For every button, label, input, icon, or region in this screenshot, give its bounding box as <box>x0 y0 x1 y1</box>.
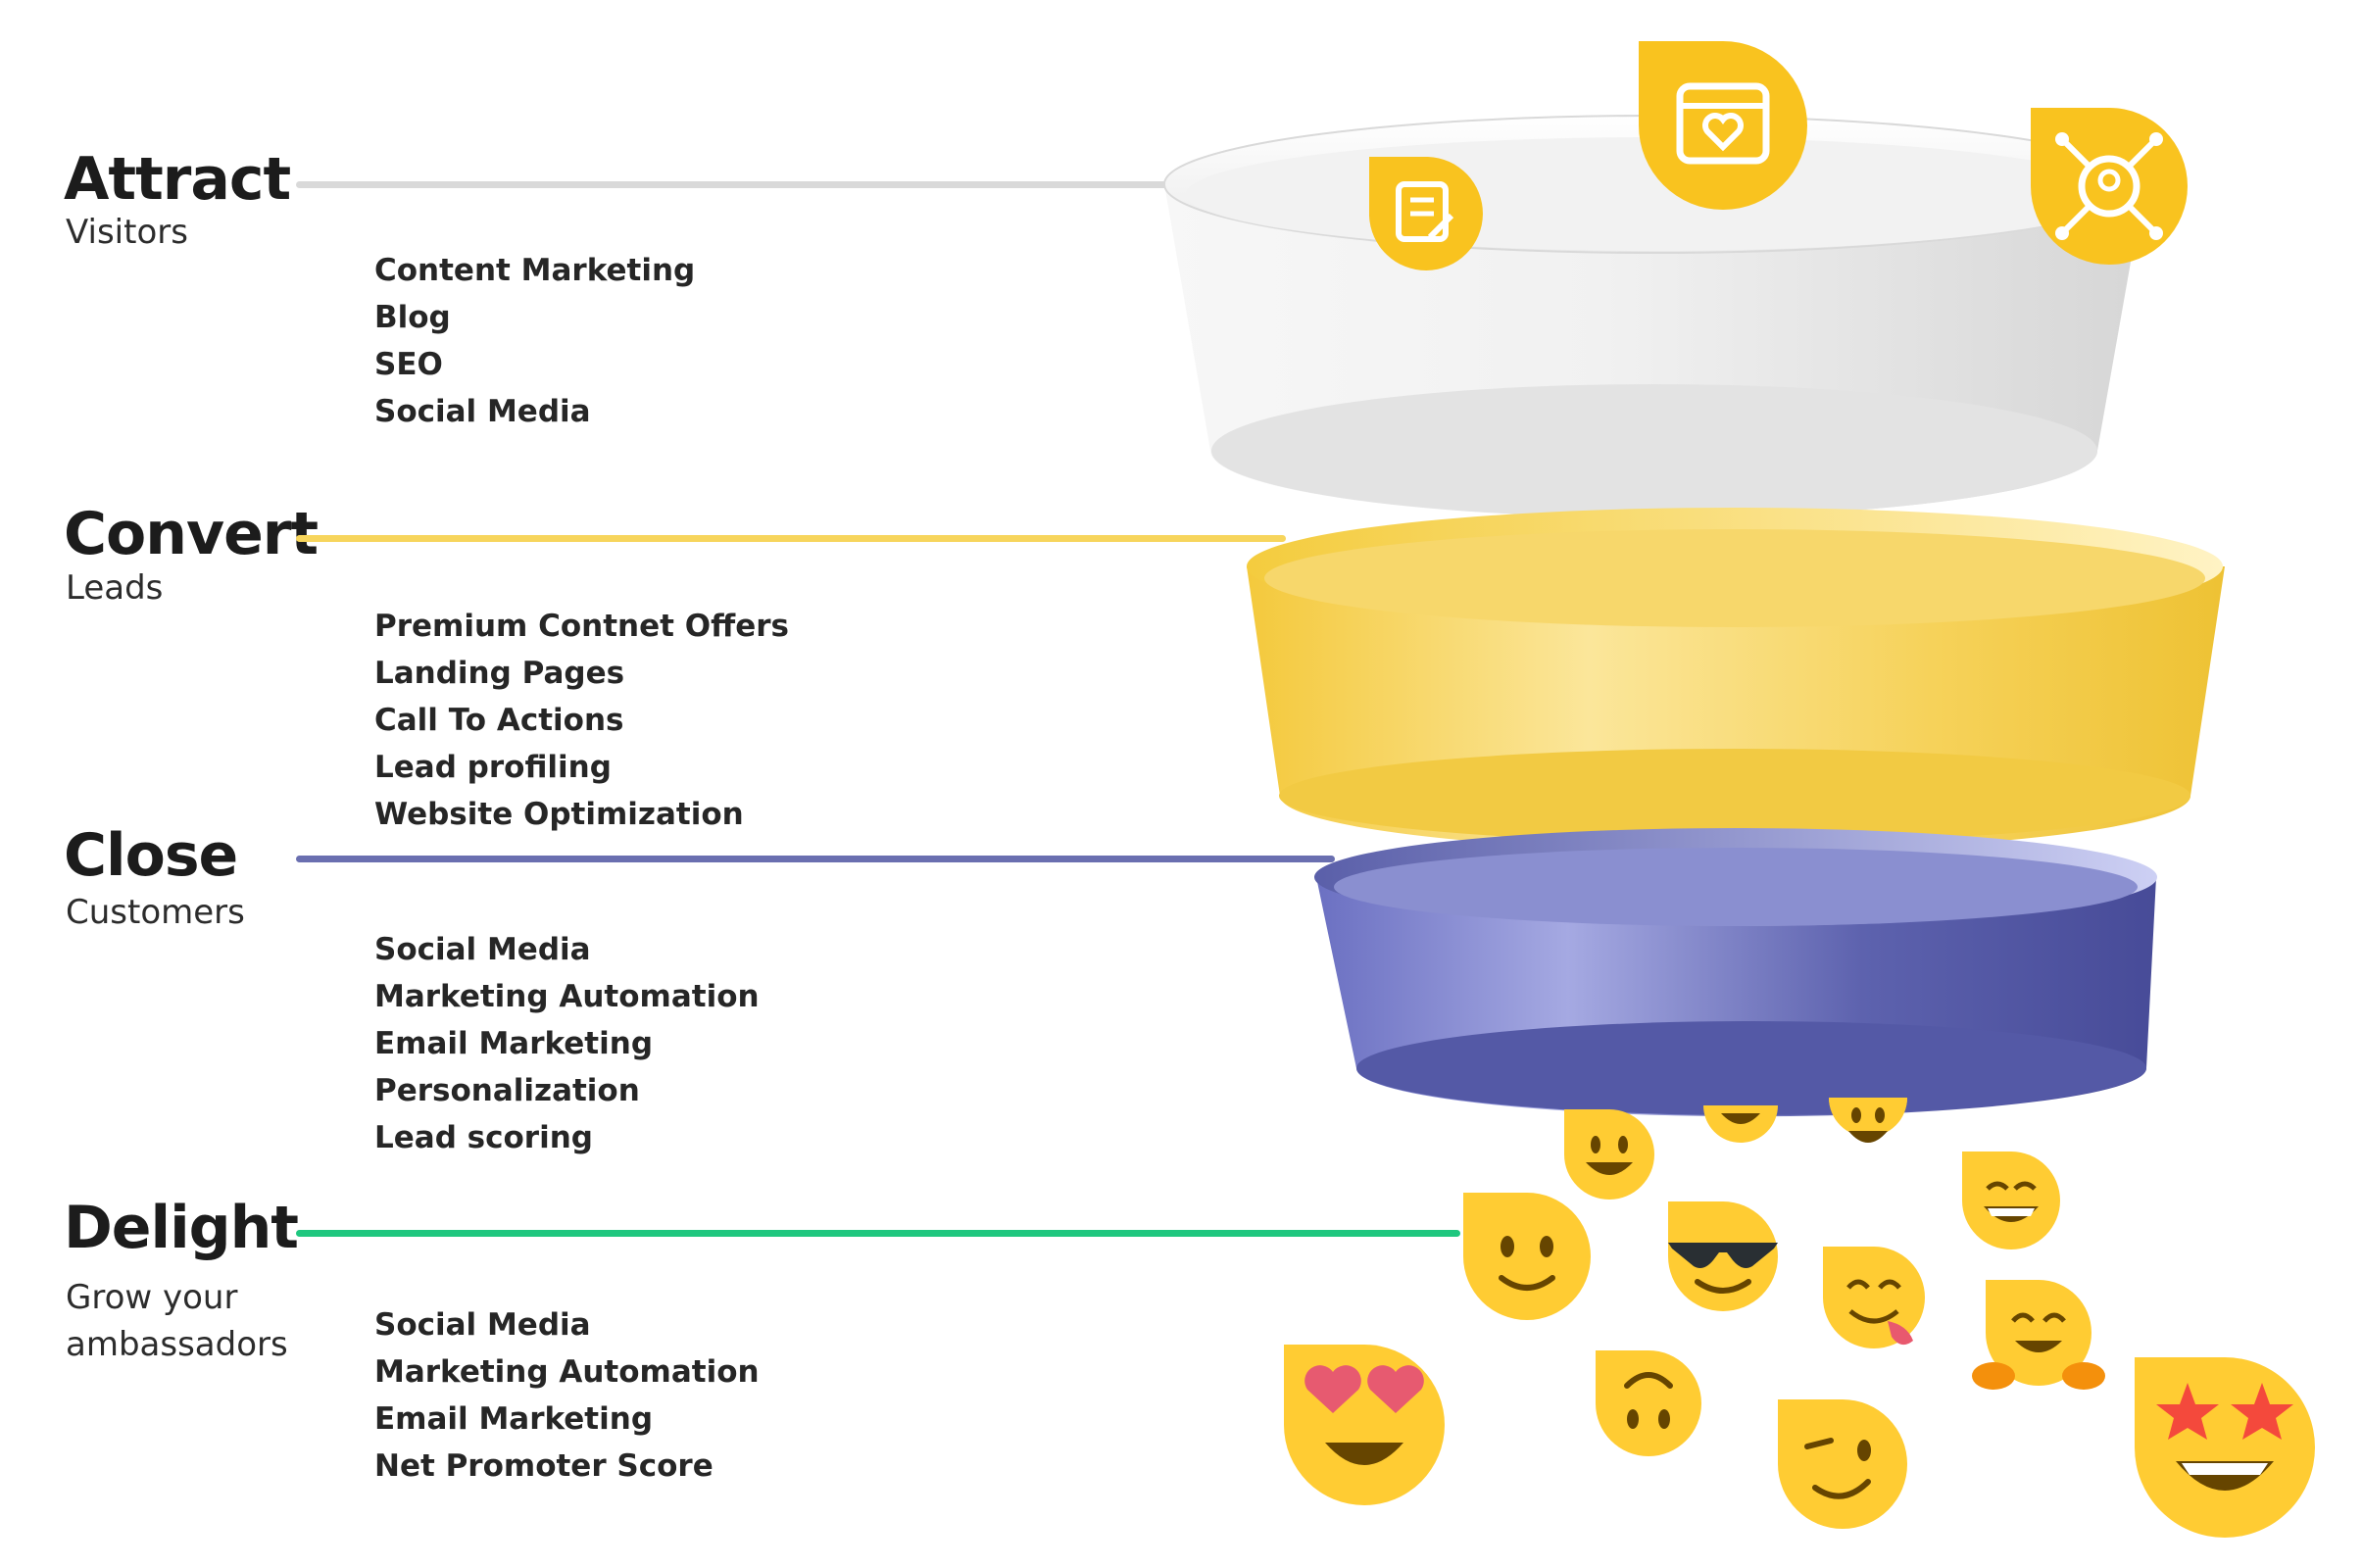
browser-heart-icon <box>1639 41 1807 210</box>
tactic-item: Blog <box>374 300 451 335</box>
tactic-list-attract: Content Marketing Blog SEO Social Media <box>374 247 695 435</box>
tactic-item: Email Marketing <box>374 1401 654 1437</box>
tactic-item: Net Promoter Score <box>374 1448 714 1484</box>
tactic-item: Marketing Automation <box>374 979 760 1014</box>
stage-connector-delight <box>296 1230 1460 1237</box>
funnel-ring-convert <box>1247 508 2225 852</box>
tactic-list-delight: Social Media Marketing Automation Email … <box>374 1301 760 1490</box>
stage-title-convert: Convert <box>64 500 319 568</box>
funnel-ring-attract <box>1163 115 2145 518</box>
tactic-item: Personalization <box>374 1073 640 1108</box>
tactic-item: Content Marketing <box>374 253 696 288</box>
stage-connector-close <box>296 856 1335 862</box>
grinning-face-icon <box>1829 1098 1907 1143</box>
yum-face-icon <box>1823 1247 1925 1348</box>
stage-title-close: Close <box>64 821 238 890</box>
stage-title-delight: Delight <box>64 1194 299 1262</box>
tactic-item: Website Optimization <box>374 797 744 832</box>
network-user-icon <box>2031 108 2188 265</box>
winking-face-icon <box>1778 1399 1907 1529</box>
tactic-item: Social Media <box>374 932 591 967</box>
slightly-smiling-face-icon <box>1463 1193 1591 1320</box>
beaming-face-icon <box>1962 1152 2060 1250</box>
stage-subtitle-delight: Grow your ambassadors <box>66 1278 288 1364</box>
stage-subtitle-convert: Leads <box>66 568 164 608</box>
stage-connector-convert <box>296 535 1286 542</box>
stage-title-attract: Attract <box>64 145 291 214</box>
tactic-item: Social Media <box>374 394 591 429</box>
stage-subtitle-close: Customers <box>66 893 245 932</box>
content-edit-icon <box>1369 157 1483 270</box>
star-struck-face-icon <box>2135 1357 2315 1538</box>
tactic-list-convert: Premium Contnet Offers Landing Pages Cal… <box>374 603 789 838</box>
tactic-item: Email Marketing <box>374 1026 654 1061</box>
funnel-ring-close <box>1314 828 2157 1117</box>
tactic-item: Marketing Automation <box>374 1354 760 1390</box>
heart-eyes-face-icon <box>1284 1345 1445 1505</box>
tactic-item: Lead profiling <box>374 750 612 785</box>
tactic-item: Landing Pages <box>374 656 625 691</box>
tactic-item: Social Media <box>374 1307 591 1343</box>
hugging-face-icon <box>1972 1280 2105 1390</box>
tactic-item: Premium Contnet Offers <box>374 609 789 644</box>
tactic-item: SEO <box>374 347 443 382</box>
sunglasses-face-icon <box>1668 1201 1778 1311</box>
tactic-item: Call To Actions <box>374 703 624 738</box>
upside-down-face-icon <box>1596 1350 1701 1456</box>
grinning-face-icon <box>1564 1109 1654 1200</box>
tactic-item: Lead scoring <box>374 1120 593 1155</box>
tactic-list-close: Social Media Marketing Automation Email … <box>374 926 760 1161</box>
stage-connector-attract <box>296 181 1178 188</box>
stage-subtitle-attract: Visitors <box>66 213 188 252</box>
smiling-face-icon <box>1703 1105 1778 1143</box>
